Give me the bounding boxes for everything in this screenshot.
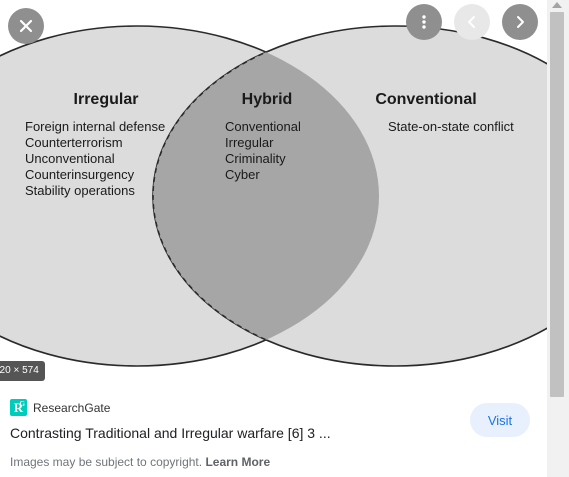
hybrid-heading: Hybrid [242,91,293,108]
more-options-button[interactable] [406,4,442,40]
image-title-link[interactable]: Contrasting Traditional and Irregular wa… [10,425,331,441]
hybrid-item: Cyber [225,167,260,182]
source-name[interactable]: ResearchGate [33,400,111,415]
hybrid-item: Irregular [225,135,274,150]
irregular-item: Counterterrorism [25,135,123,150]
irregular-item: Foreign internal defense [25,119,165,134]
irregular-heading: Irregular [74,91,139,108]
irregular-item: Unconventional [25,151,115,166]
conventional-heading: Conventional [375,91,476,108]
chevron-right-icon [517,16,524,28]
close-icon [19,19,33,33]
irregular-item: Counterinsurgency [25,167,135,182]
more-vert-icon [422,15,426,29]
next-image-button[interactable] [502,4,538,40]
irregular-item: Stability operations [25,183,135,198]
venn-diagram: Irregular Hybrid Conventional Foreign in… [0,25,547,367]
copyright-notice: Images may be subject to copyright. Lear… [10,455,270,469]
previous-image-button[interactable] [454,4,490,40]
hybrid-overlap [153,26,379,366]
hybrid-item: Conventional [225,119,301,134]
scrollbar-thumb[interactable] [550,12,564,397]
copyright-text: Images may be subject to copyright. [10,455,206,469]
scroll-up-arrow-icon[interactable] [552,2,562,8]
learn-more-link[interactable]: Learn More [205,455,271,469]
image-preview[interactable]: Irregular Hybrid Conventional Foreign in… [0,0,547,382]
chevron-left-icon [468,16,475,28]
vertical-scrollbar[interactable] [547,0,569,477]
conventional-item: State-on-state conflict [388,119,514,134]
hybrid-item: Criminality [225,151,286,166]
visit-button[interactable]: Visit [470,403,530,437]
close-button[interactable] [8,8,44,44]
hybrid-right-boundary [152,26,379,366]
image-dimensions-badge: 320 × 574 [0,361,45,381]
